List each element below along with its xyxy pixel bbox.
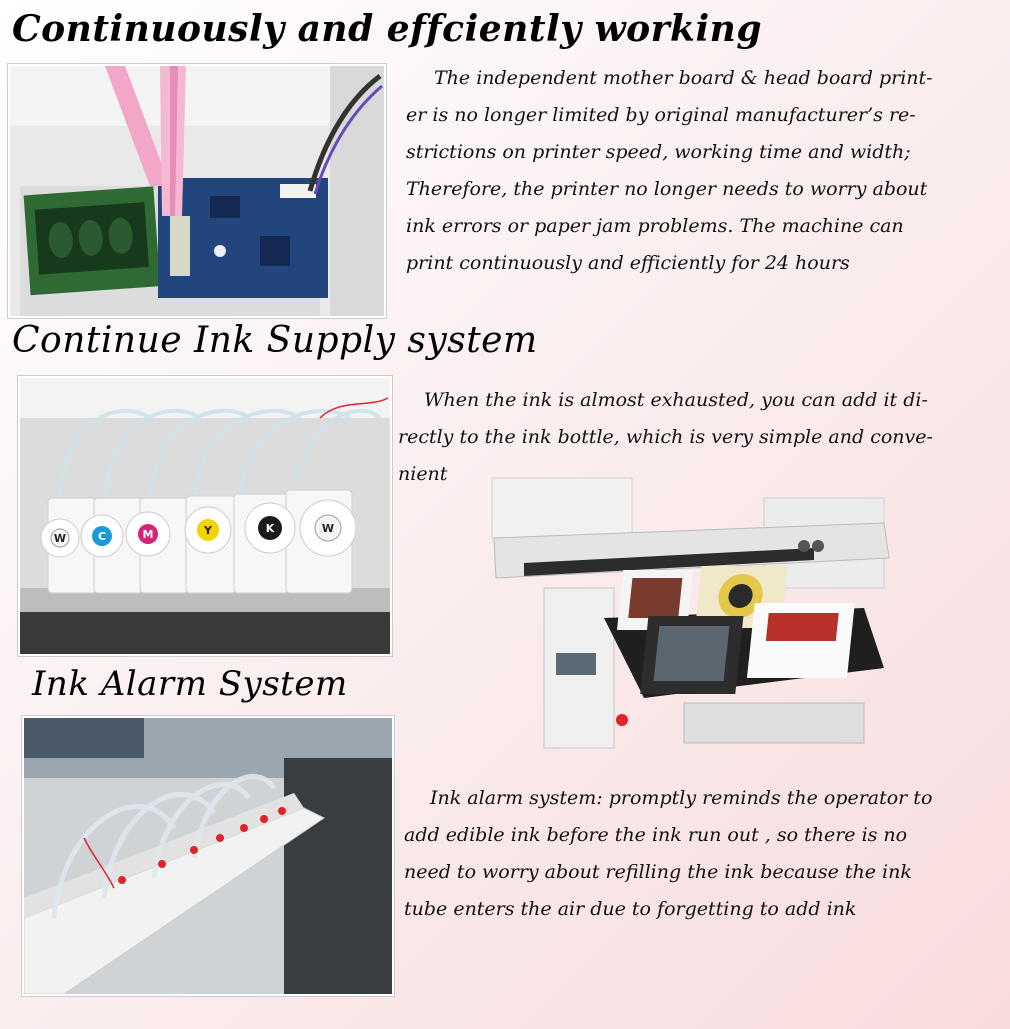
text-line: add edible ink before the ink run out , … bbox=[404, 824, 908, 846]
text-line: Therefore, the printer no longer needs t… bbox=[406, 178, 928, 200]
ink-supply-photo: W C M Y K W bbox=[18, 376, 392, 656]
text-line: rectly to the ink bottle, which is very … bbox=[398, 426, 933, 448]
text-line: print continuously and efficiently for 2… bbox=[406, 252, 850, 274]
mainboard-photo bbox=[8, 64, 386, 318]
heading-ink-alarm: Ink Alarm System bbox=[32, 664, 348, 704]
paragraph-ink-supply: When the ink is almost exhausted, you ca… bbox=[398, 382, 933, 493]
bottle-label-white-2: W bbox=[322, 522, 334, 535]
text-line: need to worry about refilling the ink be… bbox=[404, 861, 912, 883]
bottle-label-cyan: C bbox=[98, 530, 106, 543]
ink-alarm-photo bbox=[22, 716, 394, 996]
text-line: ink errors or paper jam problems. The ma… bbox=[406, 215, 904, 237]
bottle-label-black: K bbox=[266, 522, 275, 535]
text-line: The independent mother board & head boar… bbox=[434, 67, 933, 89]
text-line: Ink alarm system: promptly reminds the o… bbox=[430, 787, 933, 809]
bottle-label-white: W bbox=[54, 532, 66, 545]
bottle-label-magenta: M bbox=[143, 528, 154, 541]
text-line: er is no longer limited by original manu… bbox=[406, 104, 916, 126]
text-line: tube enters the air due to forgetting to… bbox=[404, 898, 857, 920]
paragraph-ink-alarm: Ink alarm system: promptly reminds the o… bbox=[404, 780, 932, 928]
text-line: strictions on printer speed, working tim… bbox=[406, 141, 911, 163]
bottle-label-yellow: Y bbox=[203, 524, 213, 537]
printer-product-image bbox=[484, 468, 894, 758]
text-line: When the ink is almost exhausted, you ca… bbox=[424, 389, 928, 411]
heading-ink-supply: Continue Ink Supply system bbox=[12, 320, 538, 361]
heading-continuously-working: Continuously and effciently working bbox=[12, 8, 763, 50]
paragraph-continuously-working: The independent mother board & head boar… bbox=[406, 60, 933, 282]
text-line: nient bbox=[398, 463, 448, 485]
